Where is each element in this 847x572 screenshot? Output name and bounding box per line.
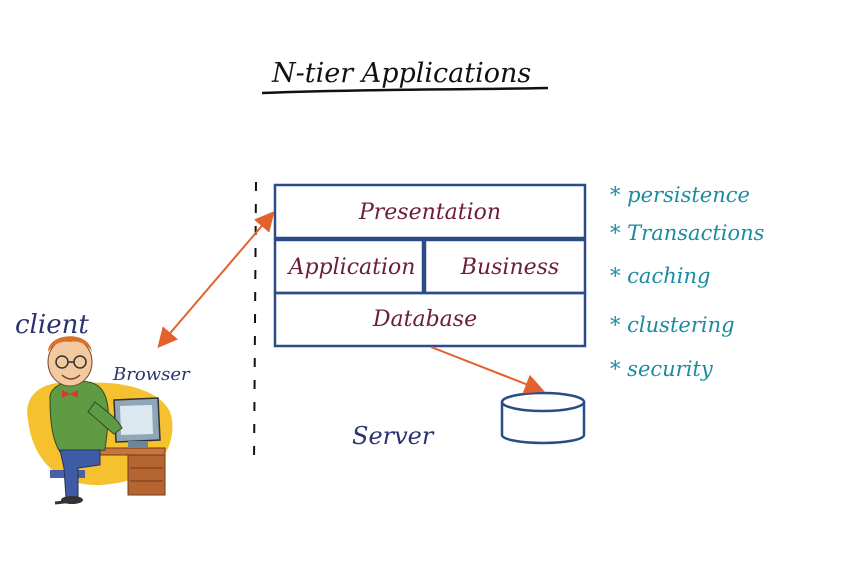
feature-caching: * caching: [610, 264, 710, 288]
features-list: * persistence * Transactions * caching *…: [610, 183, 765, 381]
client-label: client: [15, 310, 89, 340]
browser-server-arrow: [157, 210, 275, 349]
client-person-illustration: [27, 336, 173, 505]
browser-label: Browser: [112, 364, 191, 385]
server-label: Server: [352, 422, 435, 450]
presentation-tier-label: Presentation: [358, 200, 501, 225]
application-tier-label: Application: [287, 255, 416, 280]
database-arrow: [430, 346, 545, 394]
database-tier-label: Database: [372, 307, 477, 332]
database-cylinder-icon: [500, 391, 586, 445]
business-tier-label: Business: [460, 255, 559, 280]
feature-transactions: * Transactions: [610, 221, 765, 245]
presentation-tier-box: [273, 183, 587, 240]
title-underline: [261, 86, 549, 95]
diagram-title: N-tier Applications: [271, 58, 531, 89]
feature-persistence: * persistence: [610, 183, 750, 207]
database-tier-box: [273, 291, 587, 348]
feature-clustering: * clustering: [610, 313, 735, 337]
feature-security: * security: [610, 357, 714, 381]
client-server-divider: [253, 181, 257, 467]
